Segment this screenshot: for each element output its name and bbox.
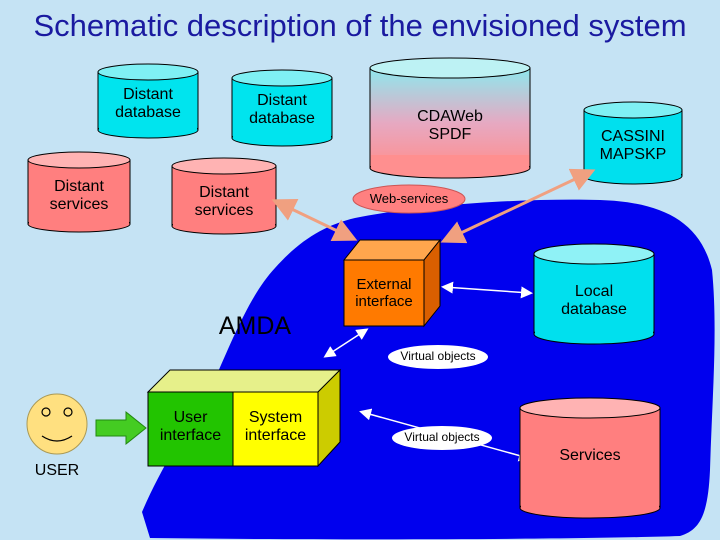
cassini-line2: MAPSKP: [599, 146, 667, 164]
external-interface-line2: interface: [355, 293, 413, 311]
page-title: Schematic description of the envisioned …: [33, 8, 687, 43]
user-interface-label: User interface: [148, 409, 233, 446]
arrow-distant-services-to-external: [271, 198, 358, 242]
distant-database-1-line2: database: [115, 104, 181, 122]
cassini-label: CASSINI MAPSKP: [584, 128, 682, 165]
distant-database-2-cylinder: [231, 69, 333, 147]
amda-label: AMDA: [218, 312, 292, 340]
cassini-line1: CASSINI: [600, 128, 665, 145]
cassini-cylinder: [583, 101, 683, 185]
cdaweb-line1: CDAWeb: [417, 108, 483, 125]
distant-services-2-line2: services: [194, 202, 254, 220]
user-label: USER: [34, 462, 80, 479]
distant-database-1-label: Distant database: [98, 86, 198, 123]
system-interface-line1: System: [248, 409, 303, 426]
distant-database-2-line1: Distant: [257, 92, 307, 109]
distant-services-1-line2: services: [49, 196, 109, 214]
user-interface-line2: interface: [159, 427, 222, 445]
user-interface-line1: User: [173, 409, 208, 426]
local-database-line1: Local: [574, 283, 614, 300]
distant-database-1-line1: Distant: [123, 86, 173, 103]
virtual-objects-2-label: Virtual objects: [404, 430, 480, 444]
services-cylinder: [519, 397, 661, 519]
local-database-line2: database: [561, 301, 627, 319]
distant-services-2-cylinder: [171, 157, 277, 235]
distant-services-1-cylinder: [27, 151, 131, 233]
user-arrow: [95, 410, 147, 446]
services-label: Services: [559, 447, 621, 464]
cdaweb-line2: SPDF: [428, 126, 472, 144]
system-interface-line2: interface: [244, 427, 307, 445]
user-face-icon: [26, 393, 88, 455]
arrow-cassini-to-external: [440, 168, 596, 244]
virtual-objects-1-label: Virtual objects: [400, 349, 476, 363]
distant-database-1-cylinder: [97, 63, 199, 139]
distant-services-1-label: Distant services: [28, 178, 130, 215]
external-interface-box: [342, 238, 442, 328]
distant-services-1-line1: Distant: [54, 178, 104, 195]
arrow-external-to-system: [323, 328, 369, 358]
virtual-objects-1-ellipse: [388, 345, 488, 369]
arrow-external-to-local: [441, 281, 533, 299]
user-system-interface-box: [146, 368, 342, 468]
local-database-label: Local database: [534, 283, 654, 320]
virtual-objects-2-ellipse: [392, 426, 492, 450]
cdaweb-label: CDAWeb SPDF: [370, 108, 530, 145]
external-interface-line1: External: [356, 276, 412, 293]
external-interface-label: External interface: [344, 276, 424, 311]
local-database-cylinder: [533, 243, 655, 345]
distant-services-2-line1: Distant: [199, 184, 249, 201]
web-services-label: Web-services: [369, 191, 449, 206]
distant-database-2-label: Distant database: [232, 92, 332, 129]
distant-services-2-label: Distant services: [172, 184, 276, 221]
system-interface-label: System interface: [233, 409, 318, 446]
distant-database-2-line2: database: [249, 110, 315, 128]
